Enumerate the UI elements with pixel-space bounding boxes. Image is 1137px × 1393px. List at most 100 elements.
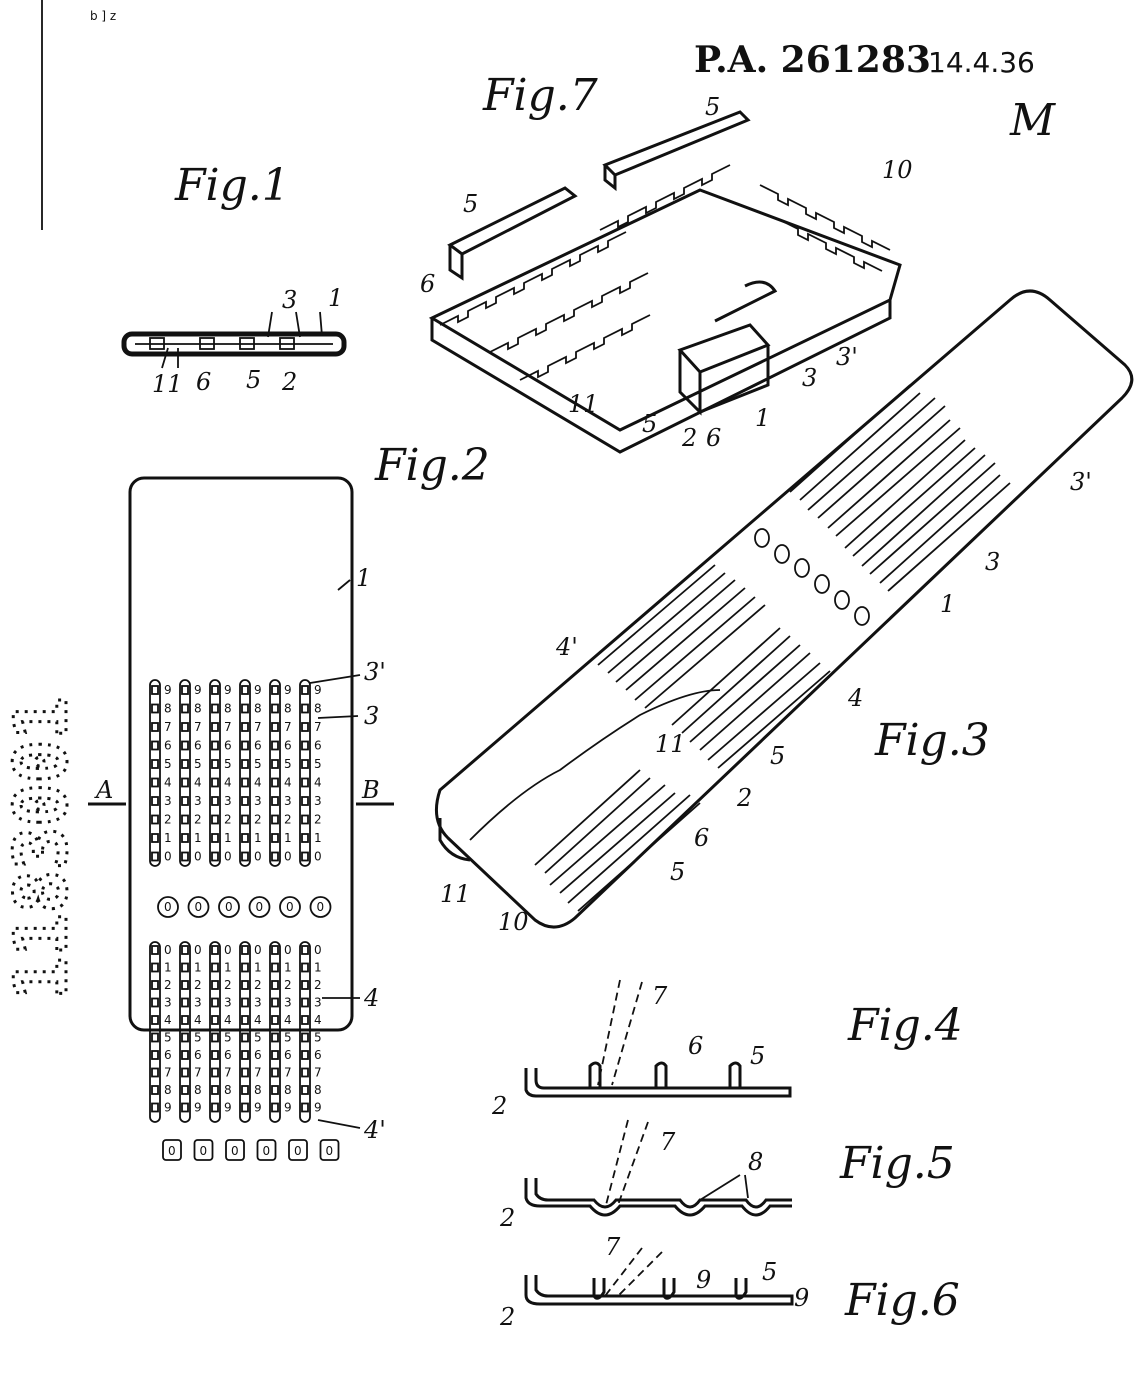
fig1-label-5: 5	[246, 366, 261, 394]
fig2-upper-hole	[271, 833, 279, 843]
fig2-upper-slot	[209, 679, 221, 867]
fig2-lower-digit: 0	[164, 943, 172, 957]
fig2-upper-slot	[269, 679, 281, 867]
fig7-label-6: 6	[420, 270, 435, 298]
fig2-lower-hole	[271, 997, 279, 1008]
fig2-digit-columns: 9876543210012345678998765432100123456789…	[149, 679, 322, 1123]
fig2-circle-window	[248, 896, 271, 918]
signature: M	[1009, 95, 1056, 146]
fig2-lower-hole	[211, 1050, 219, 1060]
fig2-lower-digit: 9	[284, 1101, 292, 1115]
patent-reference: P.A. 261283	[694, 39, 931, 81]
fig5-label-2: 2	[499, 1204, 515, 1232]
fig2-leader-3prime	[309, 674, 361, 684]
fig2-lower-digit: 5	[254, 1031, 262, 1045]
fig2-label-4: 4	[363, 984, 379, 1012]
fig3-label-6: 6	[694, 824, 709, 852]
fig1-label-2: 2	[281, 368, 297, 396]
fig2-lower-hole	[151, 945, 159, 955]
fig2-upper-digit: 7	[284, 720, 292, 734]
fig2-lower-digit: 4	[314, 1013, 322, 1027]
fig2-lower-hole	[301, 962, 309, 973]
fig2-lower-hole	[211, 962, 219, 973]
fig2-lower-hole	[301, 1102, 309, 1113]
fig2-lower-digit: 2	[314, 978, 322, 992]
fig2-lower-hole	[241, 1032, 249, 1043]
fig2-lower-hole	[211, 980, 219, 990]
fig2-lower-hole	[271, 980, 279, 990]
fig2-lower-hole	[301, 980, 309, 990]
fig4-label-2: 2	[491, 1092, 507, 1120]
fig2-upper-digit: 7	[224, 720, 232, 734]
fig2-lower-hole	[211, 997, 219, 1008]
fig2-upper-hole	[271, 777, 279, 788]
fig2-lower-hole	[181, 980, 189, 990]
fig2-upper-hole	[211, 703, 219, 714]
fig2-lower-hole	[151, 1015, 159, 1025]
fig3-label-3: 3	[985, 548, 1000, 576]
fig2-upper-digit: 0	[224, 850, 232, 864]
fig2-upper-hole	[211, 851, 219, 862]
fig2-label-3: 3	[364, 702, 379, 730]
fig2-upper-hole	[301, 759, 309, 769]
fig2-upper-hole	[181, 759, 189, 769]
fig2-lower-digit: 3	[224, 996, 232, 1010]
side-perforation-mark: 1183001	[0, 695, 85, 1001]
fig2-lower-hole	[211, 1032, 219, 1043]
fig2-lower-digit: 9	[314, 1101, 322, 1115]
fig2-square-window	[162, 1139, 182, 1161]
fig2-plate-outline	[128, 476, 354, 1032]
fig2-upper-digit: 2	[254, 813, 262, 827]
fig2-upper-digit: 8	[224, 702, 232, 716]
fig2-upper-hole	[301, 851, 309, 862]
fig2-square-window	[256, 1139, 277, 1161]
section-label-a: A	[94, 776, 113, 804]
fig7-label-3: 3	[802, 364, 817, 392]
fig2-upper-hole	[151, 722, 159, 732]
fig2-upper-digit: 2	[164, 813, 172, 827]
fig2-lower-digit: 3	[194, 996, 202, 1010]
fig2-square-digit: 0	[231, 1144, 239, 1158]
fig2-lower-digit: 8	[164, 1083, 172, 1097]
fig4-section	[524, 979, 792, 1098]
fig2-lower-digit: 4	[254, 1013, 262, 1027]
fig2-lower-digit: 6	[314, 1048, 322, 1062]
fig2-lower-digit: 7	[224, 1066, 232, 1080]
fig2-upper-hole	[241, 814, 249, 825]
fig2-upper-hole	[151, 740, 159, 751]
fig2-lower-digit: 0	[314, 943, 322, 957]
fig2-upper-digit: 2	[284, 813, 292, 827]
fig2-upper-hole	[301, 740, 309, 751]
fig6-label-2: 2	[499, 1303, 515, 1331]
fig2-upper-digit: 4	[254, 776, 262, 790]
fig2-upper-hole	[211, 833, 219, 843]
fig2-upper-digit: 8	[314, 702, 322, 716]
fig2-lower-hole	[181, 945, 189, 955]
fig3-label-10: 10	[498, 908, 529, 936]
fig2-upper-digit: 9	[284, 683, 292, 697]
fig2-upper-digit: 5	[224, 757, 232, 771]
fig2-lower-hole	[181, 1015, 189, 1025]
fig2-lower-digit: 6	[284, 1048, 292, 1062]
fig2-lower-hole	[241, 997, 249, 1008]
fig2-circle-digit: 0	[195, 900, 203, 914]
fig2-upper-hole	[241, 759, 249, 769]
fig2-lower-digit: 3	[314, 996, 322, 1010]
fig2-upper-digit: 8	[164, 702, 172, 716]
fig2-upper-digit: 5	[194, 757, 202, 771]
fig2-circle-window	[157, 896, 179, 918]
fig2-lower-digit: 4	[164, 1013, 172, 1027]
fig2-upper-hole	[271, 814, 279, 825]
fig2-lower-digit: 3	[164, 996, 172, 1010]
fig2-upper-digit: 2	[224, 813, 232, 827]
fig4-title: Fig.4	[847, 1000, 963, 1051]
fig2-upper-hole	[181, 814, 189, 825]
fig5-label-8: 8	[748, 1148, 763, 1176]
fig7-drawing	[428, 110, 902, 454]
fig2-upper-digit: 3	[164, 794, 172, 808]
fig2-lower-hole	[181, 1085, 189, 1095]
fig2-upper-digit: 4	[164, 776, 172, 790]
fig1-label-3: 3	[282, 286, 297, 314]
fig2-lower-digit: 5	[224, 1031, 232, 1045]
